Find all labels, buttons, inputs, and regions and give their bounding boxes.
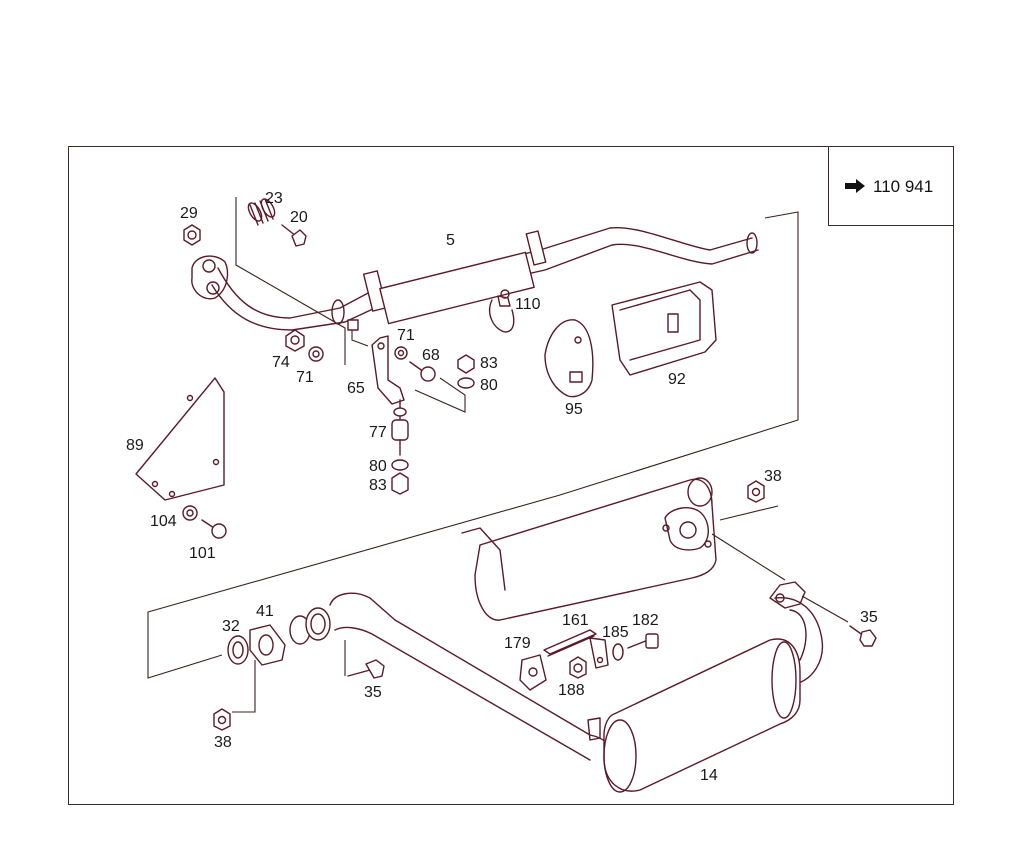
label-83-bottom: 83 bbox=[369, 477, 387, 494]
washer-104 bbox=[182, 505, 198, 521]
washer-185 bbox=[612, 643, 624, 661]
label-14: 14 bbox=[700, 767, 718, 784]
upper-group-outline bbox=[235, 197, 346, 365]
label-179: 179 bbox=[504, 635, 531, 652]
label-110: 110 bbox=[515, 296, 541, 313]
reference-text: 110 941 bbox=[873, 177, 934, 196]
diagram-frame bbox=[68, 146, 954, 805]
flange-41 bbox=[249, 624, 286, 666]
bolt-68 bbox=[409, 361, 436, 382]
nut-83-bottom bbox=[391, 472, 409, 495]
washer-71-left bbox=[308, 346, 324, 362]
strap-161 bbox=[543, 629, 609, 669]
leader-35-right bbox=[801, 595, 849, 623]
leader-38-bottom bbox=[232, 660, 256, 713]
label-65: 65 bbox=[347, 380, 365, 397]
upper-group-right-bracket bbox=[559, 211, 799, 496]
clamp-110 bbox=[488, 289, 515, 333]
muffler-14 bbox=[587, 581, 806, 793]
nut-38-top bbox=[747, 480, 765, 503]
clamp-sleeve bbox=[289, 607, 331, 645]
clip bbox=[347, 319, 359, 331]
label-23: 23 bbox=[265, 190, 283, 207]
arrow-right-icon bbox=[845, 179, 865, 193]
bolt-20 bbox=[281, 224, 307, 247]
resonator bbox=[461, 477, 717, 621]
heat-shield-95 bbox=[544, 319, 594, 398]
rubber-mount-179 bbox=[519, 654, 547, 691]
bolt-101 bbox=[201, 519, 227, 539]
label-101: 101 bbox=[189, 545, 216, 562]
reference-box: 110 941 bbox=[828, 146, 954, 226]
label-71-left: 71 bbox=[296, 369, 314, 386]
label-74: 74 bbox=[272, 354, 290, 371]
front-pipe bbox=[191, 227, 759, 331]
leader-38-top bbox=[711, 533, 786, 581]
label-182: 182 bbox=[632, 612, 659, 629]
label-89: 89 bbox=[126, 437, 144, 454]
label-161: 161 bbox=[562, 612, 589, 629]
lower-group-right bbox=[719, 505, 779, 521]
label-188: 188 bbox=[558, 682, 585, 699]
bolt-35-right bbox=[849, 625, 877, 647]
nut-29 bbox=[183, 224, 201, 246]
label-92: 92 bbox=[668, 371, 686, 388]
heat-shield-92 bbox=[611, 281, 717, 376]
nut-74 bbox=[285, 329, 305, 352]
label-185: 185 bbox=[602, 624, 629, 641]
bolt-35-left bbox=[347, 659, 385, 679]
label-29: 29 bbox=[180, 205, 198, 222]
nut-83-top bbox=[457, 354, 475, 374]
bracket-65 bbox=[371, 335, 405, 405]
lower-group-outline bbox=[147, 494, 561, 679]
label-80-top: 80 bbox=[480, 377, 498, 394]
label-38-top: 38 bbox=[764, 468, 782, 485]
label-83-top: 83 bbox=[480, 355, 498, 372]
label-95: 95 bbox=[565, 401, 583, 418]
label-77: 77 bbox=[369, 424, 387, 441]
bolt-182 bbox=[627, 633, 659, 649]
washer-71-right bbox=[394, 346, 408, 360]
label-5: 5 bbox=[446, 232, 455, 249]
label-71-right: 71 bbox=[397, 327, 415, 344]
label-35-left: 35 bbox=[364, 684, 382, 701]
washer-80-top bbox=[457, 377, 475, 389]
mount-77 bbox=[391, 399, 409, 456]
label-38-bottom: 38 bbox=[214, 734, 232, 751]
bracket-89 bbox=[135, 377, 225, 501]
nut-188 bbox=[569, 656, 587, 679]
spring-23 bbox=[247, 198, 276, 226]
leader-83-80 bbox=[414, 377, 466, 413]
label-41: 41 bbox=[256, 603, 274, 620]
washer-80-bottom bbox=[391, 459, 409, 471]
label-80-bottom: 80 bbox=[369, 458, 387, 475]
label-32: 32 bbox=[222, 618, 240, 635]
label-68: 68 bbox=[422, 347, 440, 364]
label-35-right: 35 bbox=[860, 609, 878, 626]
gasket-32 bbox=[227, 635, 249, 665]
label-20: 20 bbox=[290, 209, 308, 226]
nut-38-bottom bbox=[213, 708, 231, 731]
label-104: 104 bbox=[150, 513, 177, 530]
